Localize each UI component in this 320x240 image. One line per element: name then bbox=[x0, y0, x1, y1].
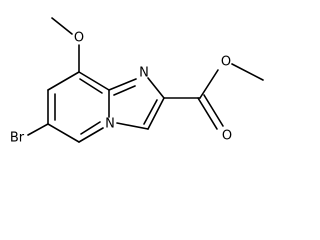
bond-c2-c3 bbox=[147, 97, 165, 130]
bond-c8-c8a bbox=[78, 71, 110, 91]
atom-label-o-carbonyl: O bbox=[222, 129, 232, 144]
bond-c8a-n1 bbox=[108, 78, 137, 91]
chemical-structure: Br N N O O O bbox=[10, 17, 264, 146]
bond-carbonyl-o-double-b bbox=[203, 94, 224, 127]
bond-c5-c6 bbox=[47, 123, 80, 143]
atom-label-o-methoxy: O bbox=[74, 31, 84, 46]
bond-o-ch3 bbox=[51, 17, 73, 35]
bond-c7-c8 bbox=[47, 71, 80, 91]
bond-carbonyl-o-ester bbox=[199, 69, 219, 99]
bond-carbonyl-o-double-a bbox=[197, 97, 218, 130]
bond-n4-c5 bbox=[78, 127, 104, 143]
bond-n1-c2 bbox=[147, 77, 165, 99]
bond-c8a-n1-inner bbox=[113, 85, 136, 96]
bond-c8-c8a-inner bbox=[79, 78, 103, 94]
bond-c2-c3-inner bbox=[143, 99, 158, 125]
atom-label-n-bridge: N bbox=[105, 117, 115, 132]
bond-o-ester-ch3 bbox=[231, 63, 264, 81]
bond-c3-n4 bbox=[116, 122, 149, 130]
atom-label-br: Br bbox=[10, 131, 25, 146]
bond-n4-c5-inner bbox=[80, 121, 101, 135]
atom-label-n-ring: N bbox=[139, 66, 149, 81]
atom-label-o-ester: O bbox=[221, 55, 231, 70]
bond-c6-br bbox=[27, 123, 49, 136]
